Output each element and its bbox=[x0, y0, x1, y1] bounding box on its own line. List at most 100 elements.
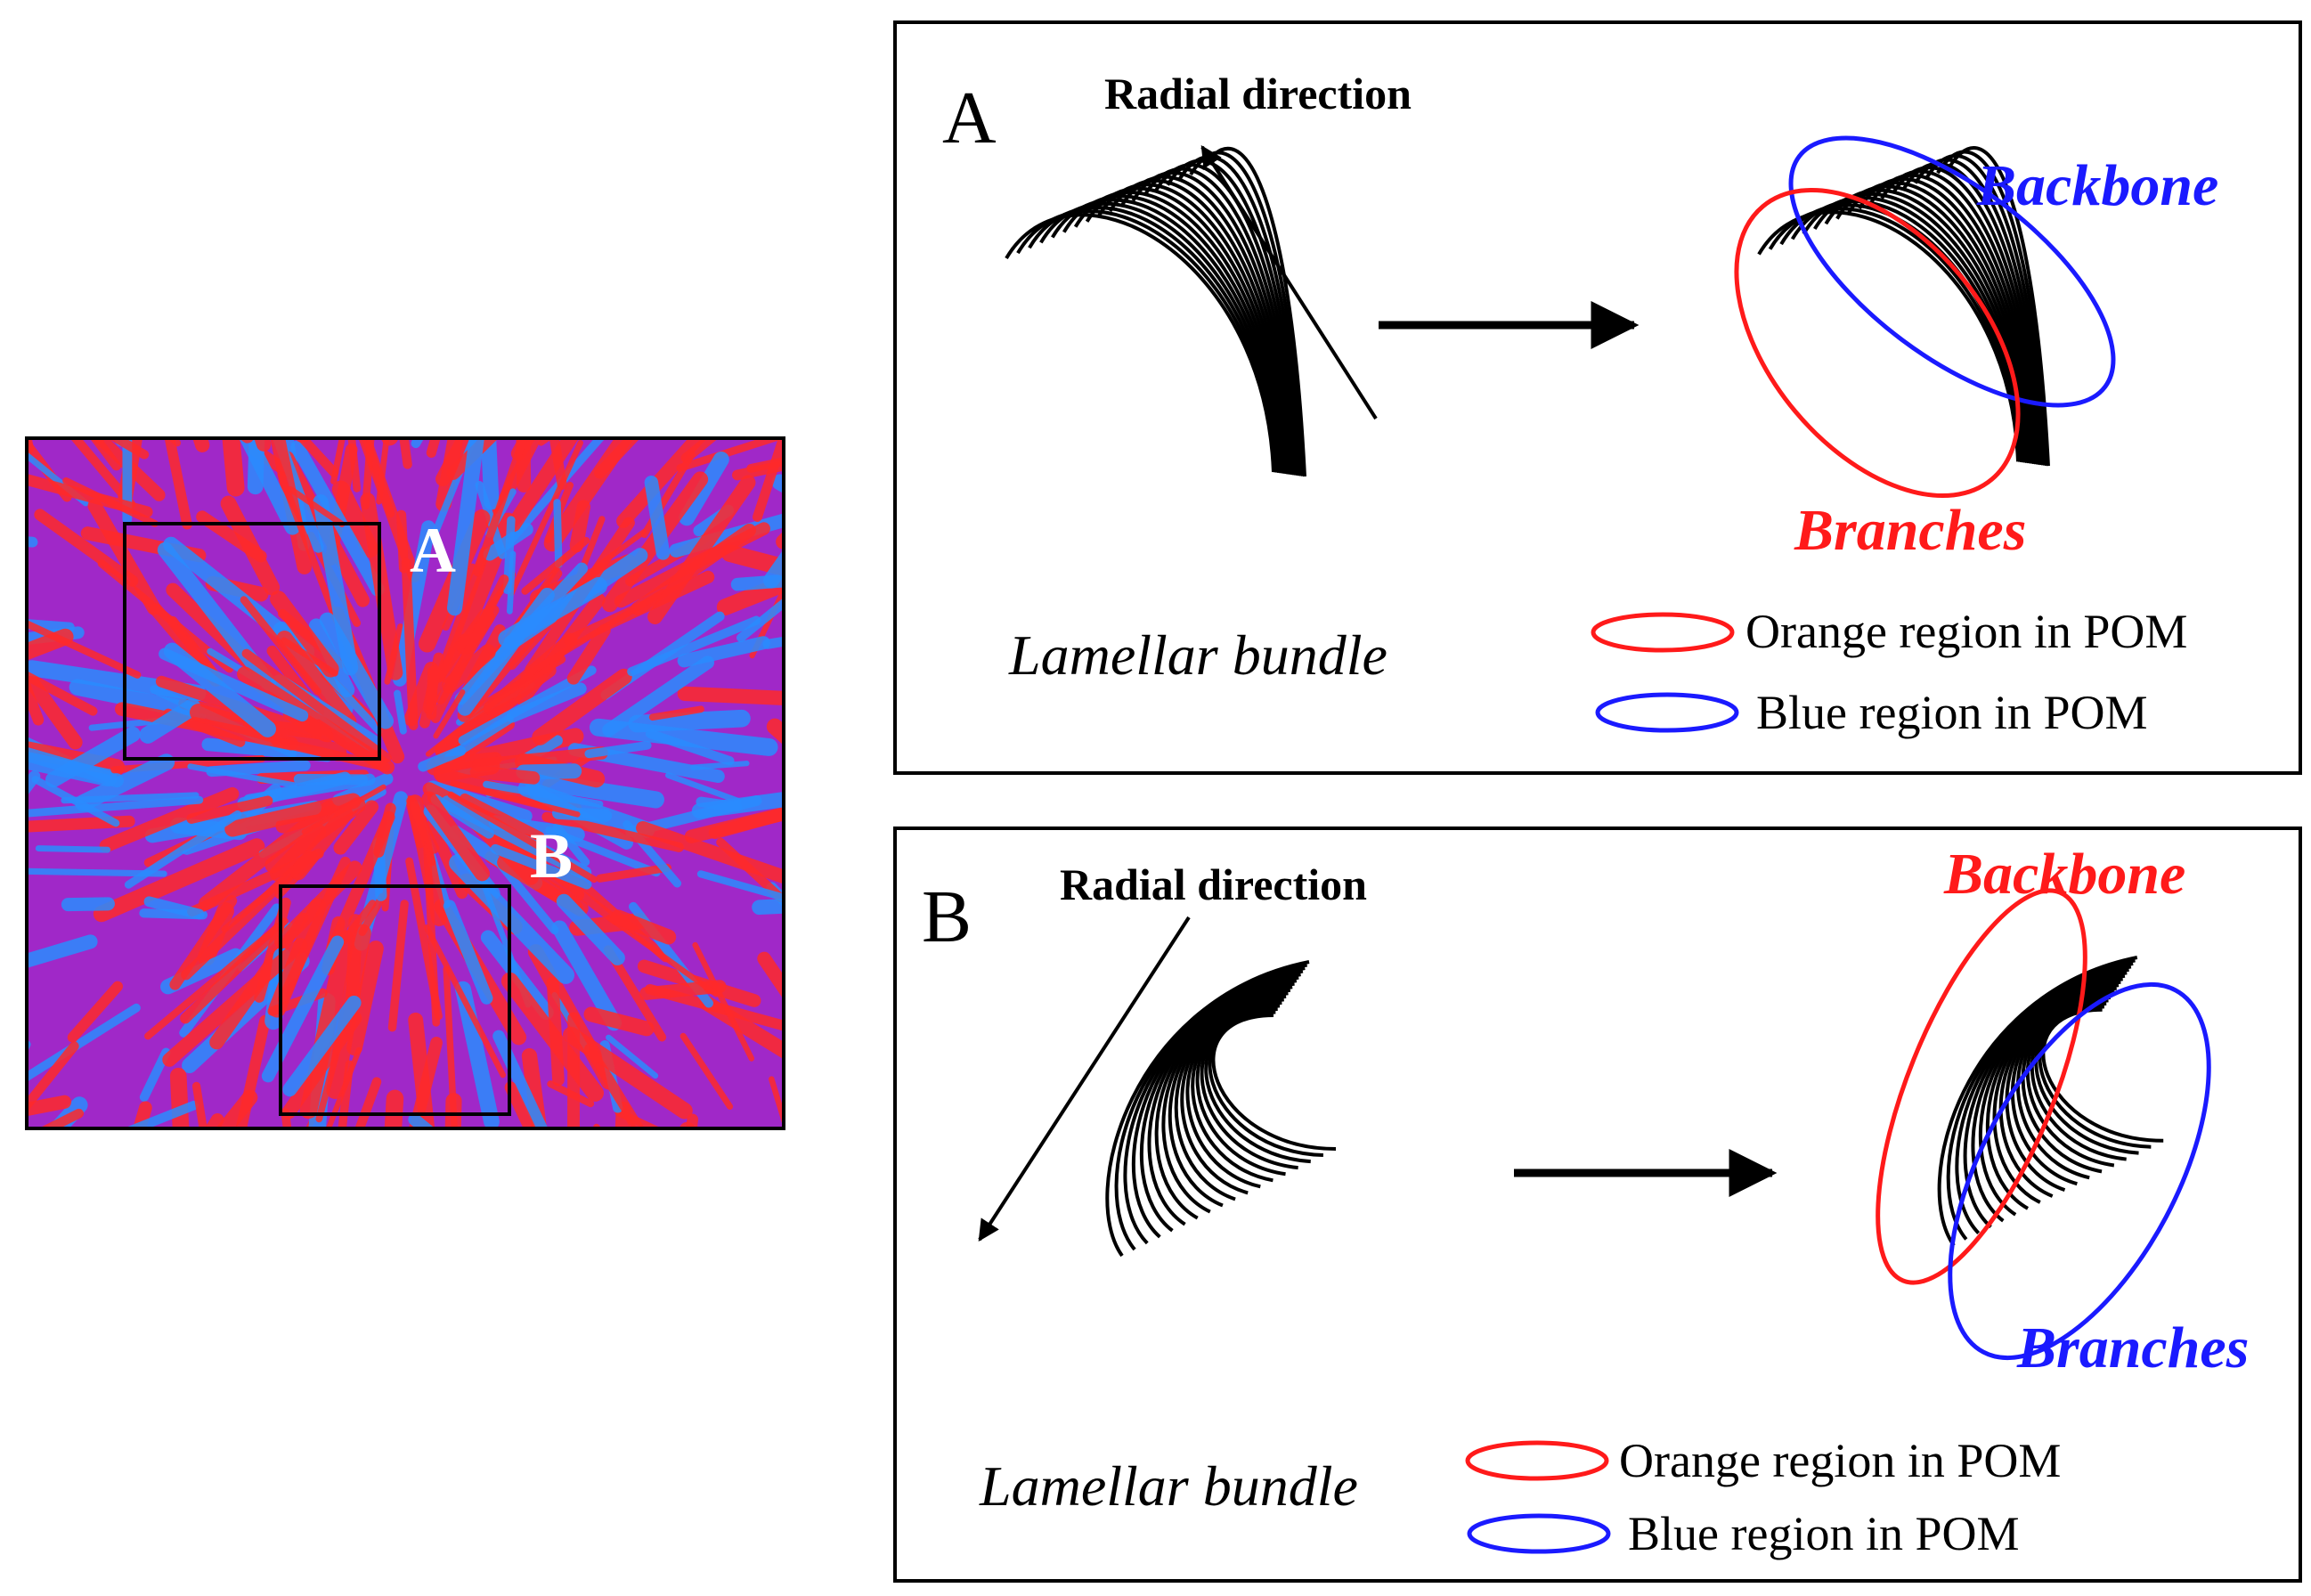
lamella-stroke bbox=[1177, 155, 1303, 476]
pom-streak bbox=[507, 251, 533, 418]
pom-streak bbox=[882, 739, 987, 798]
pom-streak bbox=[679, 1121, 696, 1128]
pom-streak bbox=[418, 745, 467, 772]
pom-streak bbox=[430, 574, 509, 723]
pom-streak bbox=[598, 1164, 612, 1319]
pom-streak bbox=[679, 451, 729, 526]
pom-streak bbox=[509, 440, 583, 597]
pom-streak bbox=[480, 930, 554, 1021]
pom-streak bbox=[627, 615, 761, 677]
pom-streak bbox=[61, 792, 199, 804]
pom-streak bbox=[0, 1046, 20, 1212]
pom-streak bbox=[235, 1014, 271, 1128]
pom-streak bbox=[449, 854, 575, 984]
pom-streak bbox=[736, 598, 784, 642]
pom-streak bbox=[88, 438, 104, 444]
pom-streak bbox=[38, 1108, 85, 1128]
pom-streak bbox=[191, 1081, 208, 1128]
pom-streak bbox=[500, 972, 604, 1102]
lamella-stroke bbox=[1005, 213, 1275, 473]
pom-streak bbox=[771, 474, 784, 494]
panel-a-frame bbox=[893, 20, 2302, 775]
pom-streak bbox=[681, 1167, 804, 1207]
pom-streak bbox=[563, 1026, 693, 1120]
pom-streak bbox=[692, 941, 755, 1062]
panel-b-annotated-bundle bbox=[1937, 956, 2164, 1247]
pom-streak bbox=[490, 843, 592, 890]
lamella-stroke bbox=[1119, 175, 1294, 476]
pom-streak bbox=[510, 839, 621, 925]
pom-streak bbox=[326, 810, 395, 955]
pom-streak bbox=[769, 1076, 784, 1128]
pom-streak bbox=[522, 1167, 633, 1287]
pom-streak bbox=[497, 1142, 566, 1204]
pom-streak bbox=[648, 705, 704, 721]
pom-streak bbox=[757, 951, 784, 1000]
panel-a: A Radial direction Backbone Branches Lam… bbox=[893, 20, 2302, 775]
pom-streak bbox=[260, 298, 269, 347]
panel-a-legend-blue-text: Blue region in POM bbox=[1756, 686, 2148, 739]
pom-streak bbox=[139, 1047, 171, 1103]
pom-streak bbox=[235, 272, 283, 328]
pom-streak bbox=[27, 619, 75, 633]
pom-streak bbox=[34, 509, 139, 587]
pom-streak bbox=[572, 174, 618, 338]
pom-streak bbox=[222, 438, 245, 497]
pom-streak bbox=[135, 203, 154, 381]
pom-streak bbox=[776, 530, 784, 550]
pom-streak bbox=[588, 191, 650, 298]
pom-streak bbox=[265, 126, 267, 287]
panel-a-radial-label: Radial direction bbox=[1104, 69, 1412, 118]
pom-streak bbox=[446, 438, 484, 616]
pom-frame bbox=[25, 436, 785, 1130]
pom-streak bbox=[691, 792, 784, 819]
pom-streak bbox=[583, 1006, 655, 1037]
pom-streak bbox=[766, 882, 784, 908]
pom-streak bbox=[27, 1095, 72, 1117]
pom-streak bbox=[824, 1011, 973, 1039]
pom-streak bbox=[187, 763, 297, 788]
pom-streak bbox=[616, 438, 707, 528]
pom-streak bbox=[164, 438, 192, 530]
pom-streak bbox=[553, 499, 563, 568]
panel-a-legend-orange-swatch bbox=[1591, 612, 1735, 653]
pom-streak bbox=[248, 1157, 315, 1236]
pom-streak bbox=[114, 438, 131, 447]
pom-streak bbox=[401, 558, 419, 730]
panel-b-letter: B bbox=[922, 875, 972, 958]
pom-label-a: A bbox=[410, 515, 456, 586]
pom-streak bbox=[362, 438, 375, 510]
pom-streak bbox=[645, 729, 735, 766]
pom-streak bbox=[695, 1145, 737, 1230]
pom-streak bbox=[410, 1155, 431, 1316]
pom-streak bbox=[338, 1060, 354, 1128]
pom-streak bbox=[295, 438, 311, 444]
pom-streak bbox=[720, 544, 784, 577]
pom-streak bbox=[566, 516, 606, 606]
pom-streak bbox=[181, 851, 315, 981]
pom-streak bbox=[466, 294, 489, 346]
pom-streak bbox=[473, 438, 528, 577]
pom-streak bbox=[69, 438, 136, 509]
pom-streak bbox=[143, 896, 205, 920]
pom-texture bbox=[0, 126, 987, 1426]
pom-streak bbox=[411, 438, 425, 449]
pom-streak bbox=[504, 1081, 537, 1128]
pom-streak bbox=[426, 438, 441, 458]
pom-streak bbox=[633, 273, 639, 379]
pom-streak bbox=[290, 191, 371, 355]
pom-streak bbox=[442, 644, 496, 694]
pom-streak bbox=[393, 520, 435, 687]
pom-streak bbox=[255, 1147, 297, 1272]
pom-streak bbox=[399, 438, 412, 469]
pom-streak bbox=[476, 338, 523, 391]
pom-streak bbox=[752, 899, 784, 916]
pom-streak bbox=[524, 771, 664, 809]
pom-streak bbox=[287, 1260, 341, 1426]
lamella-stroke bbox=[1039, 201, 1282, 473]
pom-streak bbox=[339, 251, 371, 334]
pom-streak bbox=[472, 746, 608, 772]
pom-streak bbox=[589, 718, 778, 756]
pom-streak bbox=[27, 678, 28, 685]
panel-b-bundle-label: Lamellar bundle bbox=[979, 1454, 1358, 1518]
